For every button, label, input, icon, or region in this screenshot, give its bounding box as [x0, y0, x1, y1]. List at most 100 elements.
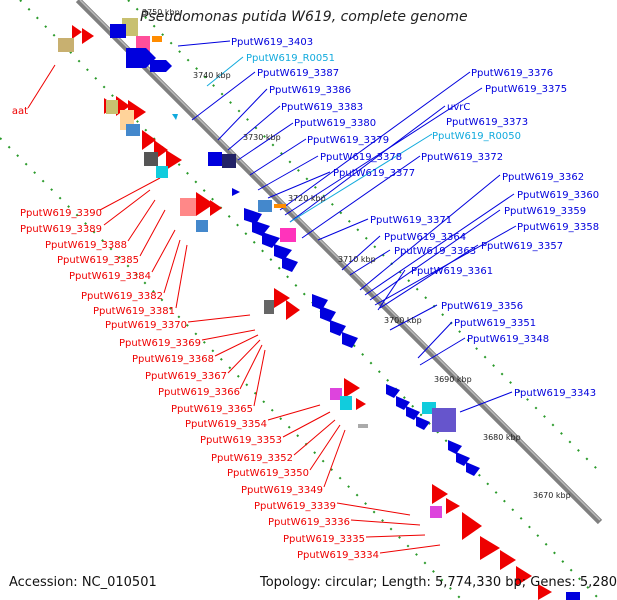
kbp-tick-label: 3680 kbp: [483, 433, 521, 442]
accession-text: Accession: NC_010501: [9, 575, 157, 590]
gene-label-forward: PputW619_3378: [320, 152, 402, 163]
gene-block: [274, 204, 286, 208]
gene-label-forward: PputW619_3351: [454, 318, 536, 329]
gene-arrow: [150, 60, 172, 72]
reverse-strand-genes: [58, 25, 552, 600]
gene-arrow: [344, 378, 360, 398]
gene-label-reverse: PputW619_3336: [268, 517, 350, 528]
gene-label-forward: PputW619_3377: [333, 168, 415, 179]
gene-label-reverse: PputW619_3352: [211, 453, 293, 464]
gene-label-forward: PputW619_R0050: [432, 131, 521, 142]
gene-arrow: [82, 28, 94, 44]
gene-block: [222, 154, 236, 168]
gene-label-reverse: PputW619_3368: [132, 354, 214, 365]
gene-label-forward: PputW619_3373: [446, 117, 528, 128]
gene-label-forward: uvrC: [447, 102, 470, 113]
gene-arrow: [282, 256, 298, 272]
gene-label-reverse: PputW619_3367: [145, 371, 227, 382]
gene-block: [58, 38, 74, 52]
gene-label-forward: PputW619_3379: [307, 135, 389, 146]
gene-arrow: [142, 130, 156, 150]
far-dotted-track: [0, 137, 463, 600]
kbp-tick-label: 3690 kbp: [434, 375, 472, 384]
gene-arrow: [286, 300, 300, 320]
gene-arrow: [274, 244, 292, 260]
gene-block: [566, 592, 580, 600]
gene-label-reverse: PputW619_3366: [158, 387, 240, 398]
backbone-highlight: [79, 0, 601, 521]
gene-block: [280, 228, 296, 242]
gene-arrow: [126, 48, 156, 68]
gene-label-reverse: PputW619_3388: [45, 240, 127, 251]
blue-connectors: [177, 40, 517, 413]
gene-label-forward: PputW619_3359: [504, 206, 586, 217]
gene-label-reverse: PputW619_3335: [283, 534, 365, 545]
gene-block: [264, 300, 274, 314]
gene-label-forward: PputW619_3376: [471, 68, 553, 79]
kbp-tick-label: 3700 kbp: [384, 316, 422, 325]
gene-block: [152, 36, 162, 42]
gene-arrow: [72, 25, 82, 39]
gene-arrow: [480, 536, 500, 560]
gene-label-forward: PputW619_3386: [269, 85, 351, 96]
gene-arrow: [516, 566, 532, 586]
gene-arrow: [466, 462, 480, 476]
gene-label-reverse: PputW619_3381: [93, 306, 175, 317]
gene-arrow: [210, 200, 222, 216]
gene-arrow: [252, 220, 270, 236]
gene-label-reverse: PputW619_3390: [20, 208, 102, 219]
gene-arrow: [446, 498, 460, 514]
red-gene-labels: aatPputW619_3390PputW619_3389PputW619_33…: [12, 106, 379, 561]
gene-arrow: [196, 192, 214, 216]
gene-label-forward: PputW619_3383: [281, 102, 363, 113]
gene-block: [358, 424, 368, 428]
gene-arrow: [448, 440, 462, 454]
gene-arrow: [232, 188, 240, 196]
gene-label-reverse: PputW619_3354: [185, 419, 267, 430]
gene-block: [180, 198, 196, 216]
cyan-connectors: [206, 56, 433, 223]
gene-label-forward: PputW619_3364: [384, 232, 466, 243]
gene-label-reverse: PputW619_3365: [171, 404, 253, 415]
gene-label-forward: PputW619_3387: [257, 68, 339, 79]
red-connectors: [27, 64, 441, 554]
rna-arrow: [172, 114, 178, 120]
gene-arrow: [462, 512, 482, 540]
kbp-tick-label: 3730 kbp: [243, 133, 281, 142]
gene-arrow: [500, 550, 516, 570]
gene-label-forward: PputW619_R0051: [246, 53, 335, 64]
gene-block: [330, 388, 342, 400]
gene-block: [156, 166, 168, 178]
gene-label-forward: PputW619_3356: [441, 301, 523, 312]
blue-gene-labels: PputW619_3403PputW619_R0051PputW619_3387…: [231, 37, 599, 399]
page-title: Pseudomonas putida W619, complete genome: [140, 9, 468, 25]
gene-label-forward: PputW619_3372: [421, 152, 503, 163]
genome-backbone: [75, 0, 603, 525]
kbp-tick-label: 3670 kbp: [533, 491, 571, 500]
gene-block: [126, 124, 140, 136]
gene-label-reverse: PputW619_3369: [119, 338, 201, 349]
gene-block: [144, 152, 158, 166]
gene-arrow: [244, 208, 262, 224]
gene-block: [340, 396, 352, 410]
gene-arrow: [166, 150, 182, 170]
gene-label-reverse: PputW619_3385: [57, 255, 139, 266]
kbp-tick-label: 3720 kbp: [288, 194, 326, 203]
gene-label-reverse: aat: [12, 106, 28, 117]
gene-arrow: [110, 24, 126, 38]
gene-label-forward: PputW619_3363: [394, 246, 476, 257]
gene-label-reverse: PputW619_3384: [69, 271, 151, 282]
gene-label-forward: PputW619_3375: [485, 84, 567, 95]
gene-block: [430, 506, 442, 518]
gene-arrow: [116, 96, 130, 116]
gene-arrow: [342, 332, 358, 348]
gene-label-reverse: PputW619_3350: [227, 468, 309, 479]
gene-label-forward: PputW619_3361: [411, 266, 493, 277]
gene-label-reverse: PputW619_3349: [241, 485, 323, 496]
gene-label-reverse: PputW619_3353: [200, 435, 282, 446]
gene-label-forward: PputW619_3380: [294, 118, 376, 129]
gene-label-forward: PputW619_3348: [467, 334, 549, 345]
topology-summary: Topology: circular; Length: 5,774,330 bp…: [260, 575, 617, 590]
